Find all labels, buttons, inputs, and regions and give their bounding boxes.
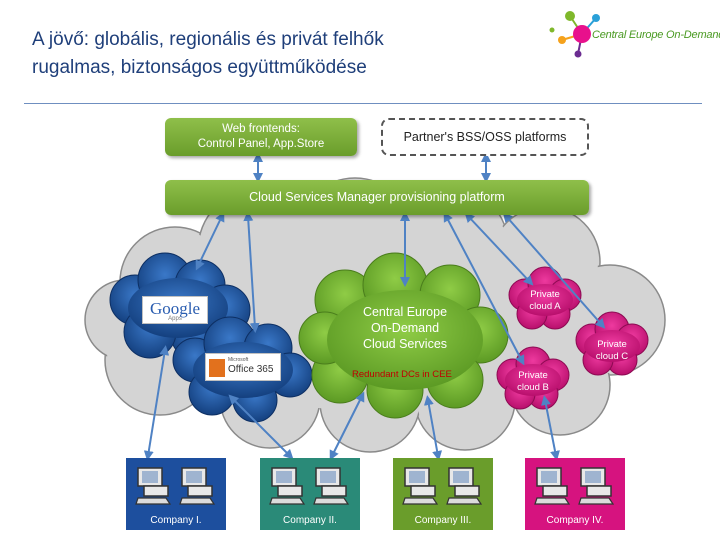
- office-microsoft-text: Microsoft: [228, 357, 249, 363]
- office365-logo-icon: Microsoft Office 365: [205, 353, 281, 381]
- connection-arrows: [143, 152, 606, 461]
- private-a-line-1: Private: [530, 289, 560, 300]
- page-title: A jövő: globális, regionális és privát f…: [32, 26, 512, 82]
- ceod-line-1: Central Europe: [362, 305, 448, 319]
- private-b-line-2: cloud B: [517, 382, 549, 393]
- private-c-line-1: Private: [597, 339, 627, 350]
- provisioning-platform-box: Cloud Services Manager provisioning plat…: [165, 180, 589, 215]
- private-cloud-b-label: Private cloud B: [503, 370, 563, 394]
- private-a-line-2: cloud A: [529, 301, 561, 312]
- google-logo-icon: Google Apps: [142, 296, 208, 324]
- computer-icon: [135, 467, 172, 505]
- private-cloud-c-label: Private cloud C: [582, 339, 642, 363]
- web-frontends-line-1: Web frontends:: [222, 123, 300, 135]
- computer-icon: [446, 467, 483, 505]
- partner-platforms-label: Partner's BSS/OSS platforms: [403, 129, 567, 144]
- company-label: Company IV.: [546, 515, 604, 526]
- private-b-line-1: Private: [518, 370, 548, 381]
- computer-icon: [313, 467, 350, 505]
- web-frontends-line-2: Control Panel, App.Store: [197, 138, 325, 150]
- ceod-line-3: Cloud Services: [362, 337, 448, 351]
- google-logo-sub: Apps: [168, 316, 182, 322]
- title-divider: [24, 103, 702, 104]
- company-box-2: Company II.: [260, 458, 360, 530]
- computer-icon: [402, 467, 439, 505]
- company-box-4: Company IV.: [525, 458, 625, 530]
- computer-icon: [534, 467, 571, 505]
- company-label: Company III.: [414, 515, 472, 526]
- office365-text: Office 365: [228, 364, 274, 375]
- company-box-3: Company III.: [393, 458, 493, 530]
- company-label: Company I.: [150, 515, 202, 526]
- company-box-1: Company I.: [126, 458, 226, 530]
- company-label: Company II.: [283, 515, 337, 526]
- computer-icon: [578, 467, 615, 505]
- title-line-2: rugalmas, biztonságos együttműködése: [32, 57, 367, 78]
- google-logo-text: Google: [149, 299, 201, 318]
- private-c-line-2: cloud C: [595, 351, 629, 362]
- office-square-icon: [209, 359, 225, 377]
- private-cloud-a-label: Private cloud A: [515, 289, 575, 313]
- web-frontends-box: Web frontends: Control Panel, App.Store: [165, 118, 357, 156]
- title-line-1: A jövő: globális, regionális és privát f…: [32, 29, 384, 50]
- computer-icon: [179, 467, 216, 505]
- computer-icon: [269, 467, 306, 505]
- provisioning-platform-label: Cloud Services Manager provisioning plat…: [249, 190, 505, 204]
- logo-text: Central Europe On-Demand: [592, 29, 720, 41]
- ceod-cloud-label: Central Europe On-Demand Cloud Services: [330, 304, 480, 352]
- ceod-logo-icon: [549, 11, 600, 58]
- partner-platforms-box: Partner's BSS/OSS platforms: [381, 118, 589, 156]
- redundant-dcs-label: Redundant DCs in CEE: [352, 369, 452, 380]
- ceod-line-2: On-Demand: [370, 321, 440, 335]
